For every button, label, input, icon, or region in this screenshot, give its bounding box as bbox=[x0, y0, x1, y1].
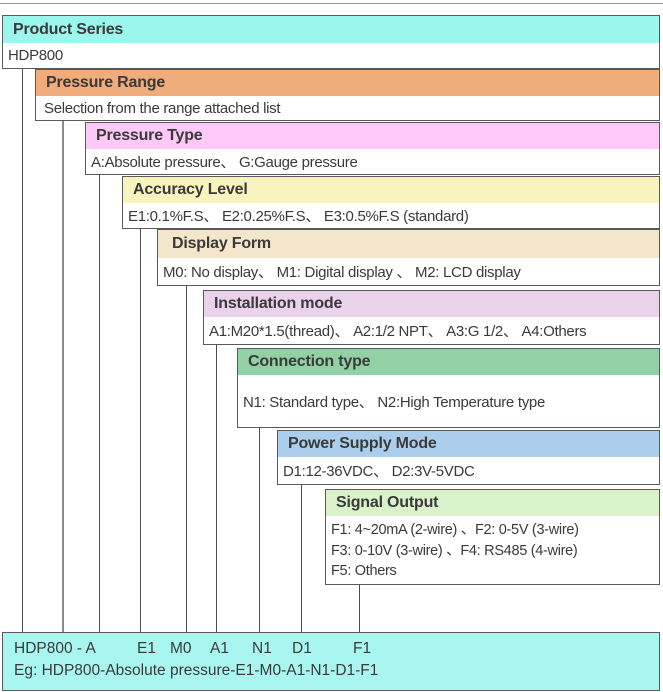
connector-line bbox=[186, 286, 187, 632]
code-part: A1 bbox=[210, 640, 229, 657]
section-desc: Selection from the range attached list bbox=[36, 96, 659, 120]
example-code-line: Eg: HDP800-Absolute pressure-E1-M0-A1-N1… bbox=[14, 662, 379, 679]
section-desc: F1: 4~20mA (2-wire) 、F2: 0-5V (3-wire) F… bbox=[326, 516, 659, 584]
code-part: E1 bbox=[137, 640, 156, 657]
section-header: Connection type bbox=[238, 349, 659, 375]
section-header: Installation mode bbox=[204, 291, 659, 317]
top-rule bbox=[0, 3, 663, 4]
section-header: Power Supply Mode bbox=[278, 431, 659, 457]
section-header: Pressure Type bbox=[86, 123, 659, 149]
code-part: D1 bbox=[292, 640, 312, 657]
connector-line bbox=[359, 585, 360, 632]
section-accuracy-level: Accuracy Level E1:0.1%F.S、 E2:0.25%F.S、 … bbox=[122, 176, 660, 229]
code-part: HDP800 - A bbox=[14, 640, 96, 657]
section-signal-output: Signal Output F1: 4~20mA (2-wire) 、F2: 0… bbox=[325, 489, 660, 585]
section-desc: HDP800 bbox=[3, 43, 659, 68]
section-header: Accuracy Level bbox=[123, 177, 659, 203]
section-pressure-range: Pressure Range Selection from the range … bbox=[35, 69, 660, 121]
section-header: Signal Output bbox=[326, 490, 659, 516]
section-connection-type: Connection type N1: Standard type、 N2:Hi… bbox=[237, 348, 660, 428]
code-part: N1 bbox=[252, 640, 272, 657]
section-power-supply-mode: Power Supply Mode D1:12-36VDC、 D2:3V-5VD… bbox=[277, 430, 660, 485]
section-desc: M0: No display、 M1: Digital display 、 M2… bbox=[158, 258, 659, 285]
connector-line bbox=[301, 485, 302, 632]
section-display-form: Display Form M0: No display、 M1: Digital… bbox=[157, 229, 660, 286]
code-part: F1 bbox=[353, 640, 372, 657]
code-part: M0 bbox=[170, 640, 192, 657]
section-desc: A:Absolute pressure、 G:Gauge pressure bbox=[86, 149, 659, 174]
connector-line bbox=[62, 121, 64, 632]
connector-line bbox=[216, 345, 217, 632]
section-header: Display Form bbox=[158, 230, 659, 258]
section-desc: E1:0.1%F.S、 E2:0.25%F.S、 E3:0.5%F.S (sta… bbox=[123, 203, 659, 228]
section-product-series: Product Series HDP800 bbox=[2, 15, 660, 69]
model-code-bar: HDP800 - A E1 M0 A1 N1 D1 F1 Eg: HDP800-… bbox=[2, 632, 660, 691]
section-installation-mode: Installation mode A1:M20*1.5(thread)、 A2… bbox=[203, 290, 660, 345]
section-desc: N1: Standard type、 N2:High Temperature t… bbox=[238, 375, 659, 427]
section-desc: A1:M20*1.5(thread)、 A2:1/2 NPT、 A3:G 1/2… bbox=[204, 317, 659, 344]
connector-line bbox=[22, 69, 23, 632]
section-desc: D1:12-36VDC、 D2:3V-5VDC bbox=[278, 457, 659, 484]
connector-line bbox=[140, 229, 141, 632]
section-pressure-type: Pressure Type A:Absolute pressure、 G:Gau… bbox=[85, 122, 660, 175]
connector-line bbox=[99, 175, 100, 632]
section-header: Product Series bbox=[3, 16, 659, 43]
connector-line bbox=[259, 428, 260, 632]
section-header: Pressure Range bbox=[36, 70, 659, 96]
